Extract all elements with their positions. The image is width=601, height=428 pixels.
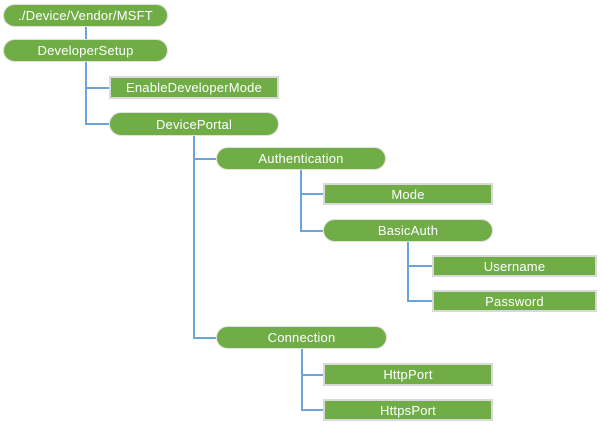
connector-line xyxy=(407,242,409,302)
node-authentication: Authentication xyxy=(216,147,386,170)
node-password: Password xyxy=(432,290,597,312)
node-basicauth: BasicAuth xyxy=(323,219,493,242)
node-enabledevelopermode: EnableDeveloperMode xyxy=(109,76,279,99)
connector-line xyxy=(85,62,87,125)
connector-line xyxy=(85,123,109,125)
connector-line xyxy=(300,193,323,195)
connector-line xyxy=(300,230,323,232)
node-connection: Connection xyxy=(216,326,387,349)
node-httpsport: HttpsPort xyxy=(323,399,493,421)
node-httpport: HttpPort xyxy=(323,363,493,386)
connector-line xyxy=(301,374,323,376)
connector-line xyxy=(301,409,323,411)
connector-line xyxy=(193,158,216,160)
node-developersetup: DeveloperSetup xyxy=(3,39,168,62)
node-mode: Mode xyxy=(323,183,493,205)
node-deviceportal: DevicePortal xyxy=(109,112,279,136)
node-root: ./Device/Vendor/MSFT xyxy=(3,4,168,27)
connector-line xyxy=(193,337,216,339)
connector-line xyxy=(300,170,302,232)
connector-line xyxy=(407,265,432,267)
connector-line xyxy=(301,349,303,411)
connector-line xyxy=(193,136,195,339)
connector-line xyxy=(407,300,432,302)
connector-line xyxy=(85,87,109,89)
node-username: Username xyxy=(432,255,597,277)
connector-line xyxy=(85,27,87,39)
